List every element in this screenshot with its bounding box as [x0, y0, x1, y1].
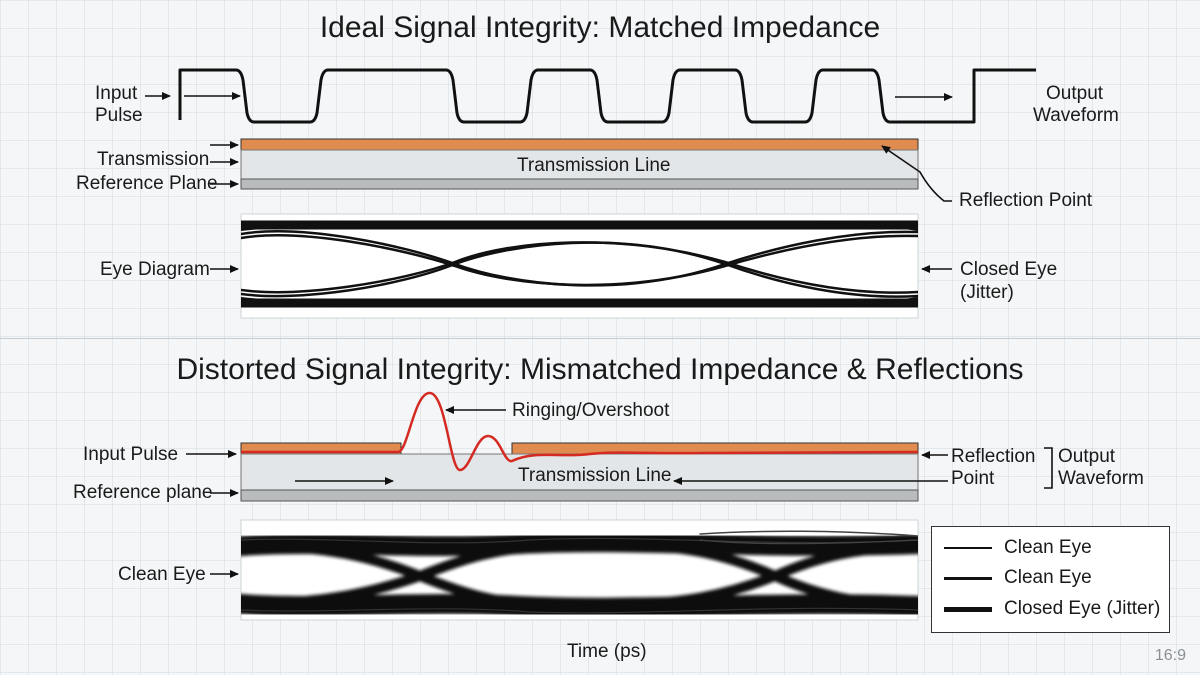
output-bracket	[1044, 447, 1053, 489]
section-divider	[0, 338, 1200, 339]
closed-eye-label-line2: (Jitter)	[960, 282, 1014, 303]
distorted-input-pulse-label: Input Pulse	[83, 444, 179, 465]
distorted-eye-traces	[241, 530, 918, 618]
distorted-transmission-line-label: Transmission Line	[518, 465, 672, 486]
output-waveform-label-line2: Waveform	[1033, 105, 1119, 126]
legend-swatch-thin	[944, 547, 992, 549]
reflection-point-arrow	[881, 145, 952, 202]
time-axis-label: Time (ps)	[567, 641, 647, 662]
distorted-reflection-point-label-line2: Point	[951, 468, 995, 489]
ringing-overshoot-label: Ringing/Overshoot	[512, 400, 670, 421]
input-pulse-label-line2: Pulse	[95, 105, 143, 126]
ideal-copper-layer	[240, 138, 919, 151]
legend-item-thick: Closed Eye (Jitter)	[944, 596, 1160, 622]
reference-plane-label: Reference Plane	[76, 173, 218, 194]
legend-item-thin: Clean Eye	[944, 535, 1092, 561]
legend-label: Closed Eye (Jitter)	[1004, 598, 1161, 619]
ideal-eye-traces	[241, 220, 918, 308]
ringing-overshoot-trace	[241, 391, 919, 472]
legend-box: Clean Eye Clean Eye Closed Eye (Jitter)	[931, 526, 1170, 633]
legend-swatch-thick	[944, 606, 992, 612]
legend-label: Clean Eye	[1004, 537, 1092, 558]
ideal-dielectric-layer	[240, 149, 919, 180]
distorted-reference-plane-layer	[240, 489, 919, 502]
distorted-section-title: Distorted Signal Integrity: Mismatched I…	[176, 353, 1024, 386]
ideal-square-waveform	[178, 68, 1036, 124]
transmission-label: Transmission	[97, 149, 210, 170]
closed-eye-label-line1: Closed Eye	[960, 259, 1058, 280]
aspect-ratio-label: 16:9	[1154, 647, 1186, 664]
legend-item-medium: Clean Eye	[944, 565, 1092, 591]
input-pulse-label-line1: Input	[95, 83, 138, 104]
distorted-output-waveform-label-line2: Waveform	[1058, 468, 1144, 489]
legend-swatch-medium	[944, 576, 992, 580]
ideal-reference-plane-layer	[240, 178, 919, 190]
reflection-point-label: Reflection Point	[959, 190, 1093, 211]
distorted-reference-plane-label: Reference plane	[73, 482, 213, 503]
legend-label: Clean Eye	[1004, 567, 1092, 588]
ideal-transmission-line-label: Transmission Line	[517, 155, 671, 176]
distorted-clean-eye-label: Clean Eye	[118, 564, 206, 585]
output-waveform-label-line1: Output	[1046, 83, 1104, 104]
eye-diagram-label: Eye Diagram	[100, 259, 210, 280]
distorted-output-waveform-label-line1: Output	[1058, 446, 1116, 467]
distorted-reflection-point-label-line1: Reflection	[951, 446, 1036, 467]
ideal-section-title: Ideal Signal Integrity: Matched Impedanc…	[319, 11, 881, 44]
